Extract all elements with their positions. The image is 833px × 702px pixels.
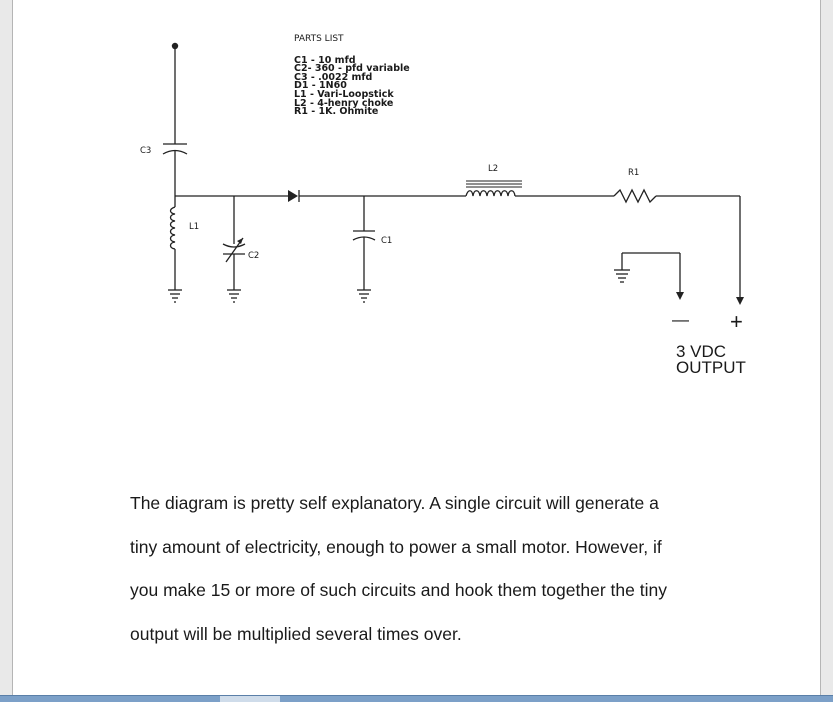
parts-list: PARTS LIST C1 - 10 mfd C2- 360 - pfd var…	[294, 35, 410, 117]
parts-list-item: C3 - .0022 mfd	[294, 71, 373, 83]
diode-d1-symbol	[288, 190, 300, 202]
parts-list-item: C1 - 10 mfd	[294, 54, 356, 66]
label-r1: R1	[628, 168, 640, 178]
label-c1: C1	[381, 236, 393, 246]
ground-symbol	[357, 289, 371, 303]
parts-list-item: C2- 360 - pfd variable	[294, 63, 410, 75]
parts-list-item: D1 - 1N60	[294, 80, 347, 92]
inductor-l2-symbol	[465, 180, 522, 197]
bottom-bar-tab	[220, 696, 280, 702]
description-line: output will be multiplied several times …	[130, 623, 462, 644]
output-voltage: 3 VDC	[676, 342, 727, 361]
label-c3: C3	[140, 146, 152, 156]
ground-symbol	[227, 289, 241, 303]
label-l1: L1	[189, 222, 200, 232]
resistor-r1-symbol	[613, 188, 657, 204]
antenna-tip	[171, 42, 179, 50]
description-line: The diagram is pretty self explanatory. …	[130, 493, 659, 513]
description-line: you make 15 or more of such circuits and…	[130, 580, 667, 600]
output-label: OUTPUT	[676, 358, 746, 377]
parts-list-title: PARTS LIST	[294, 34, 344, 44]
ground-symbol	[168, 289, 182, 303]
parts-list-item: L1 - Vari-Loopstick	[294, 88, 394, 100]
description-line: tiny amount of electricity, enough to po…	[130, 536, 662, 557]
label-c2: C2	[248, 251, 260, 261]
capacitor-c2-variable-symbol	[222, 237, 246, 263]
document-page	[12, 0, 821, 696]
output-minus-ground	[614, 252, 684, 300]
output-plus-sign: +	[730, 309, 743, 334]
output-plus-arrow	[736, 297, 744, 305]
label-l2: L2	[488, 164, 499, 174]
inductor-l1-symbol	[169, 206, 176, 250]
output-minus-sign: —	[672, 310, 689, 329]
window-bottom-bar	[0, 695, 833, 702]
parts-list-item: R1 - 1K. Ohmite	[294, 106, 379, 118]
description-paragraph: The diagram is pretty self explanatory. …	[130, 482, 770, 656]
parts-list-item: L2 - 4-henry choke	[294, 97, 394, 109]
